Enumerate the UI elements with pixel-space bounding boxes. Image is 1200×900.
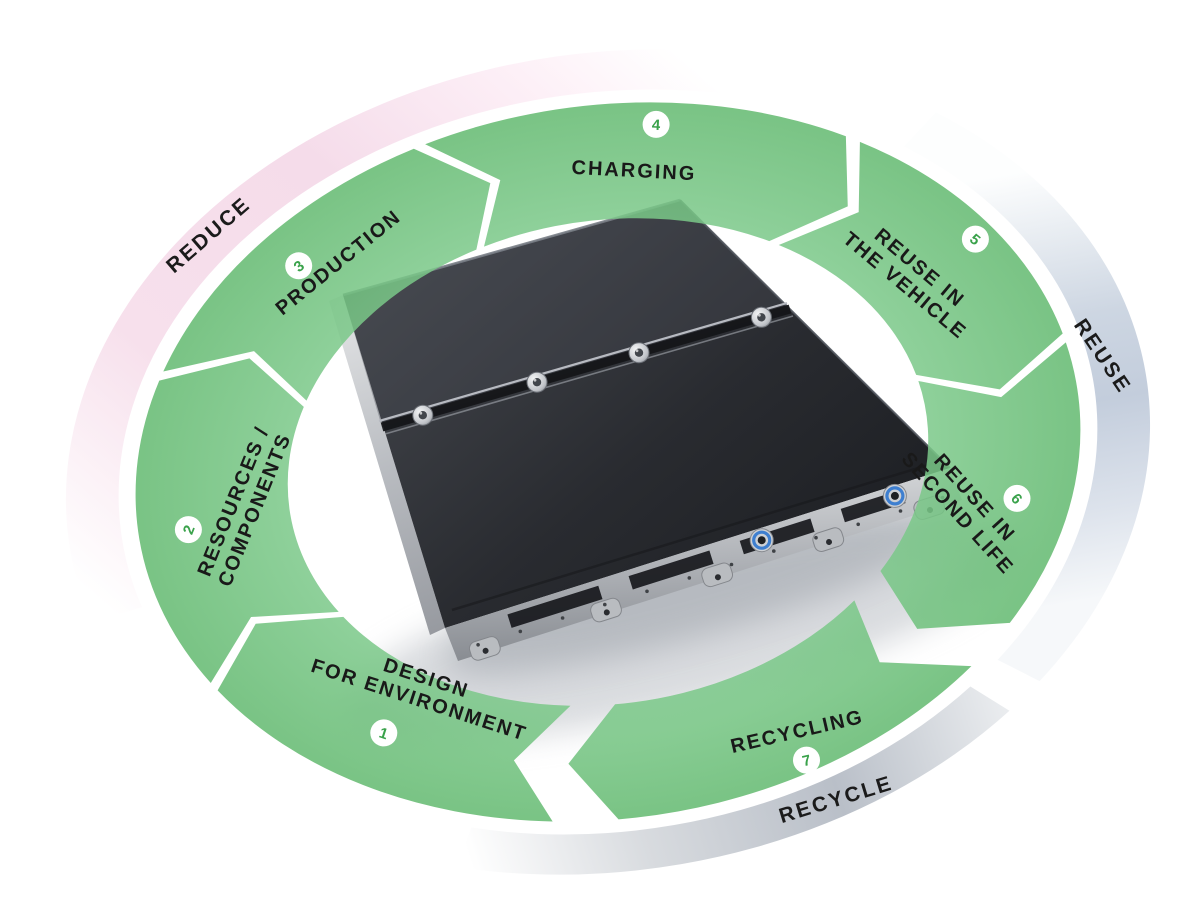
segment-resources-components-arrow [135, 358, 339, 684]
flange-bolt-hole [603, 602, 607, 607]
badge-circle [285, 252, 313, 280]
battery-left-flange-strip [329, 295, 445, 635]
badge-circle [370, 719, 398, 747]
flange-recess [507, 585, 603, 628]
segment-recycling-arrow [568, 600, 972, 820]
flange-bolt-hole [729, 562, 734, 567]
flange-bolt-hole [476, 643, 480, 647]
screw [628, 342, 650, 364]
flange-recess [628, 550, 714, 590]
flange-bolt-hole [772, 549, 776, 553]
outer-band-reduce [65, 49, 778, 623]
segment-reuse-in-the-vehicle-badge: 5 [961, 225, 989, 253]
flange-bolt-hole [518, 629, 523, 634]
battery-rail-highlight-top [378, 301, 788, 423]
badge-circle [1003, 484, 1031, 512]
flange-bolt-hole [560, 616, 565, 620]
segment-charging-badge: 4 [642, 110, 670, 138]
segment-reuse-in-second-life-arrow [880, 342, 1081, 629]
badge-number: 4 [651, 117, 661, 134]
battery-top-cover [343, 200, 950, 628]
badge-circle [174, 516, 202, 544]
segment-resources-components-badge: 2 [174, 516, 202, 544]
flange-bolt-hole [645, 589, 649, 594]
segment-design-for-environment-arrow [217, 616, 571, 822]
segment-reuse-in-second-life-badge: 6 [1003, 484, 1031, 512]
battery-top-upper-panel [343, 200, 790, 427]
flange-bolt-hole [687, 576, 692, 580]
battery-rail [380, 304, 792, 432]
coolant-connector [882, 483, 907, 508]
screw [412, 404, 434, 426]
battery-rail-highlight-bottom [384, 315, 794, 435]
screw [526, 371, 548, 393]
battery-rail-screws [412, 306, 772, 426]
segment-design-for-environment-badge: 1 [370, 719, 398, 747]
mounting-lug [468, 636, 501, 661]
badge-circle [793, 746, 820, 774]
badge-circle [961, 225, 989, 253]
segment-recycling-badge: 7 [793, 746, 820, 774]
battery-lower-seam [451, 460, 939, 612]
outer-band-recycle [456, 686, 1010, 875]
mounting-lug [701, 562, 734, 588]
segment-production-arrow [163, 148, 491, 401]
flange-bolt-hole [814, 535, 818, 540]
flange-bolt-hole [898, 509, 903, 513]
badge-number: 7 [801, 752, 813, 770]
segment-production-badge: 3 [285, 252, 313, 280]
flange-bolt-hole [856, 522, 860, 527]
mounting-lug [590, 597, 622, 623]
lifecycle-ring [65, 49, 1151, 875]
outer-band-reuse [904, 112, 1151, 682]
coolant-connector [749, 528, 774, 553]
screw [750, 306, 772, 328]
badge-circle [642, 110, 670, 138]
mounting-lug [812, 527, 845, 552]
segment-reuse-in-the-vehicle-arrow [778, 141, 1063, 390]
battery-pack-image [329, 198, 962, 661]
segment-charging-arrow [425, 102, 848, 247]
battery-right-edge [679, 199, 951, 469]
